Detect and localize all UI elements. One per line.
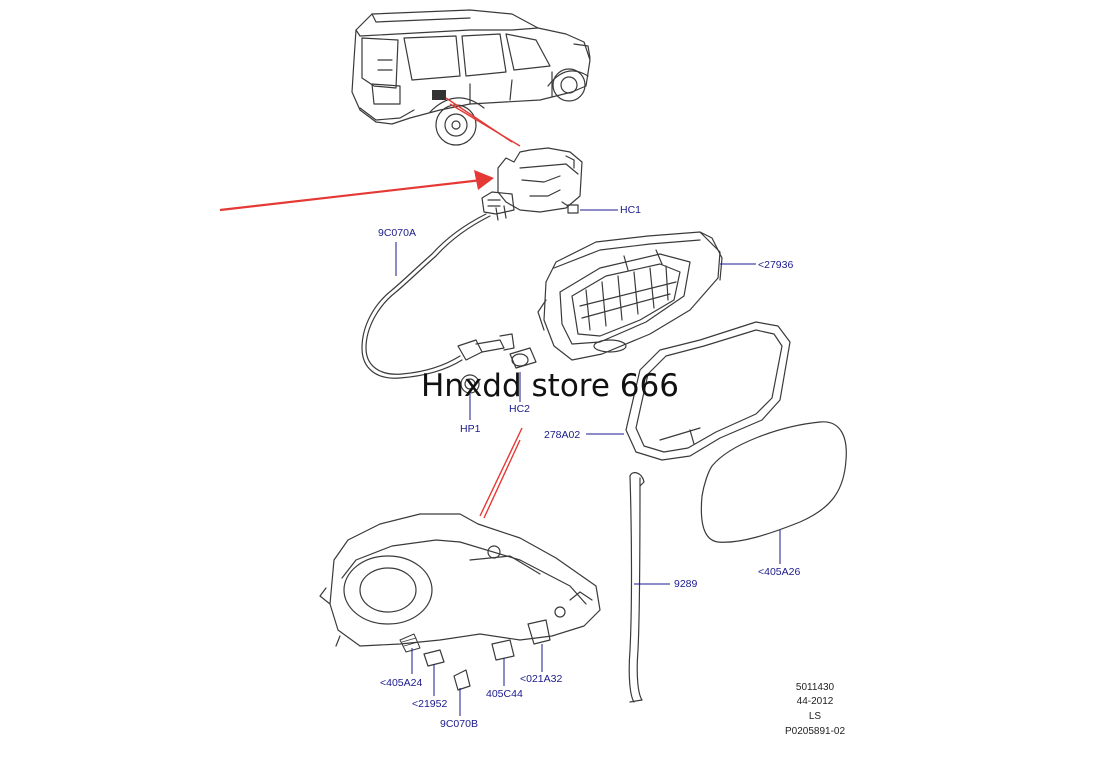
drain-tube — [628, 472, 645, 703]
vehicle-illustration — [351, 9, 591, 146]
store-watermark: Hnxdd store 666 — [421, 368, 679, 404]
callout-405a26: <405A26 — [758, 566, 801, 578]
fuel-filler-door — [700, 421, 847, 543]
callout-hc1: HC1 — [620, 204, 642, 216]
callout-405a24: <405A24 — [380, 677, 423, 689]
red-arrow — [219, 170, 494, 212]
release-cable — [361, 205, 515, 379]
callout-hp1: HP1 — [460, 423, 481, 435]
leader-lines — [395, 209, 781, 716]
small-parts — [399, 619, 551, 691]
grommet-part — [509, 347, 537, 369]
callout-21952: <21952 — [412, 698, 448, 710]
filler-seal — [625, 321, 791, 461]
drawing-reference: P0205891-02 — [784, 726, 846, 737]
plug-part — [460, 374, 480, 394]
callout-9c070b: 9C070B — [440, 718, 478, 730]
drawing-date: 44-2012 — [796, 696, 834, 707]
drawing-model: LS — [808, 711, 822, 722]
callout-405c44: 405C44 — [486, 688, 523, 700]
red-highlight-lines — [445, 97, 523, 519]
filler-pocket-housing — [537, 231, 723, 361]
drawing-number: 5011430 — [795, 682, 835, 693]
actuator-assembly — [481, 147, 583, 215]
callout-9c070a: 9C070A — [378, 227, 416, 239]
callout-278a02: 278A02 — [544, 429, 581, 441]
callout-hc2: HC2 — [509, 403, 531, 415]
callout-27936: <27936 — [758, 259, 794, 271]
callout-021a32: <021A32 — [520, 673, 563, 685]
filler-housing-detail — [319, 513, 601, 647]
callout-9289: 9289 — [674, 578, 698, 590]
